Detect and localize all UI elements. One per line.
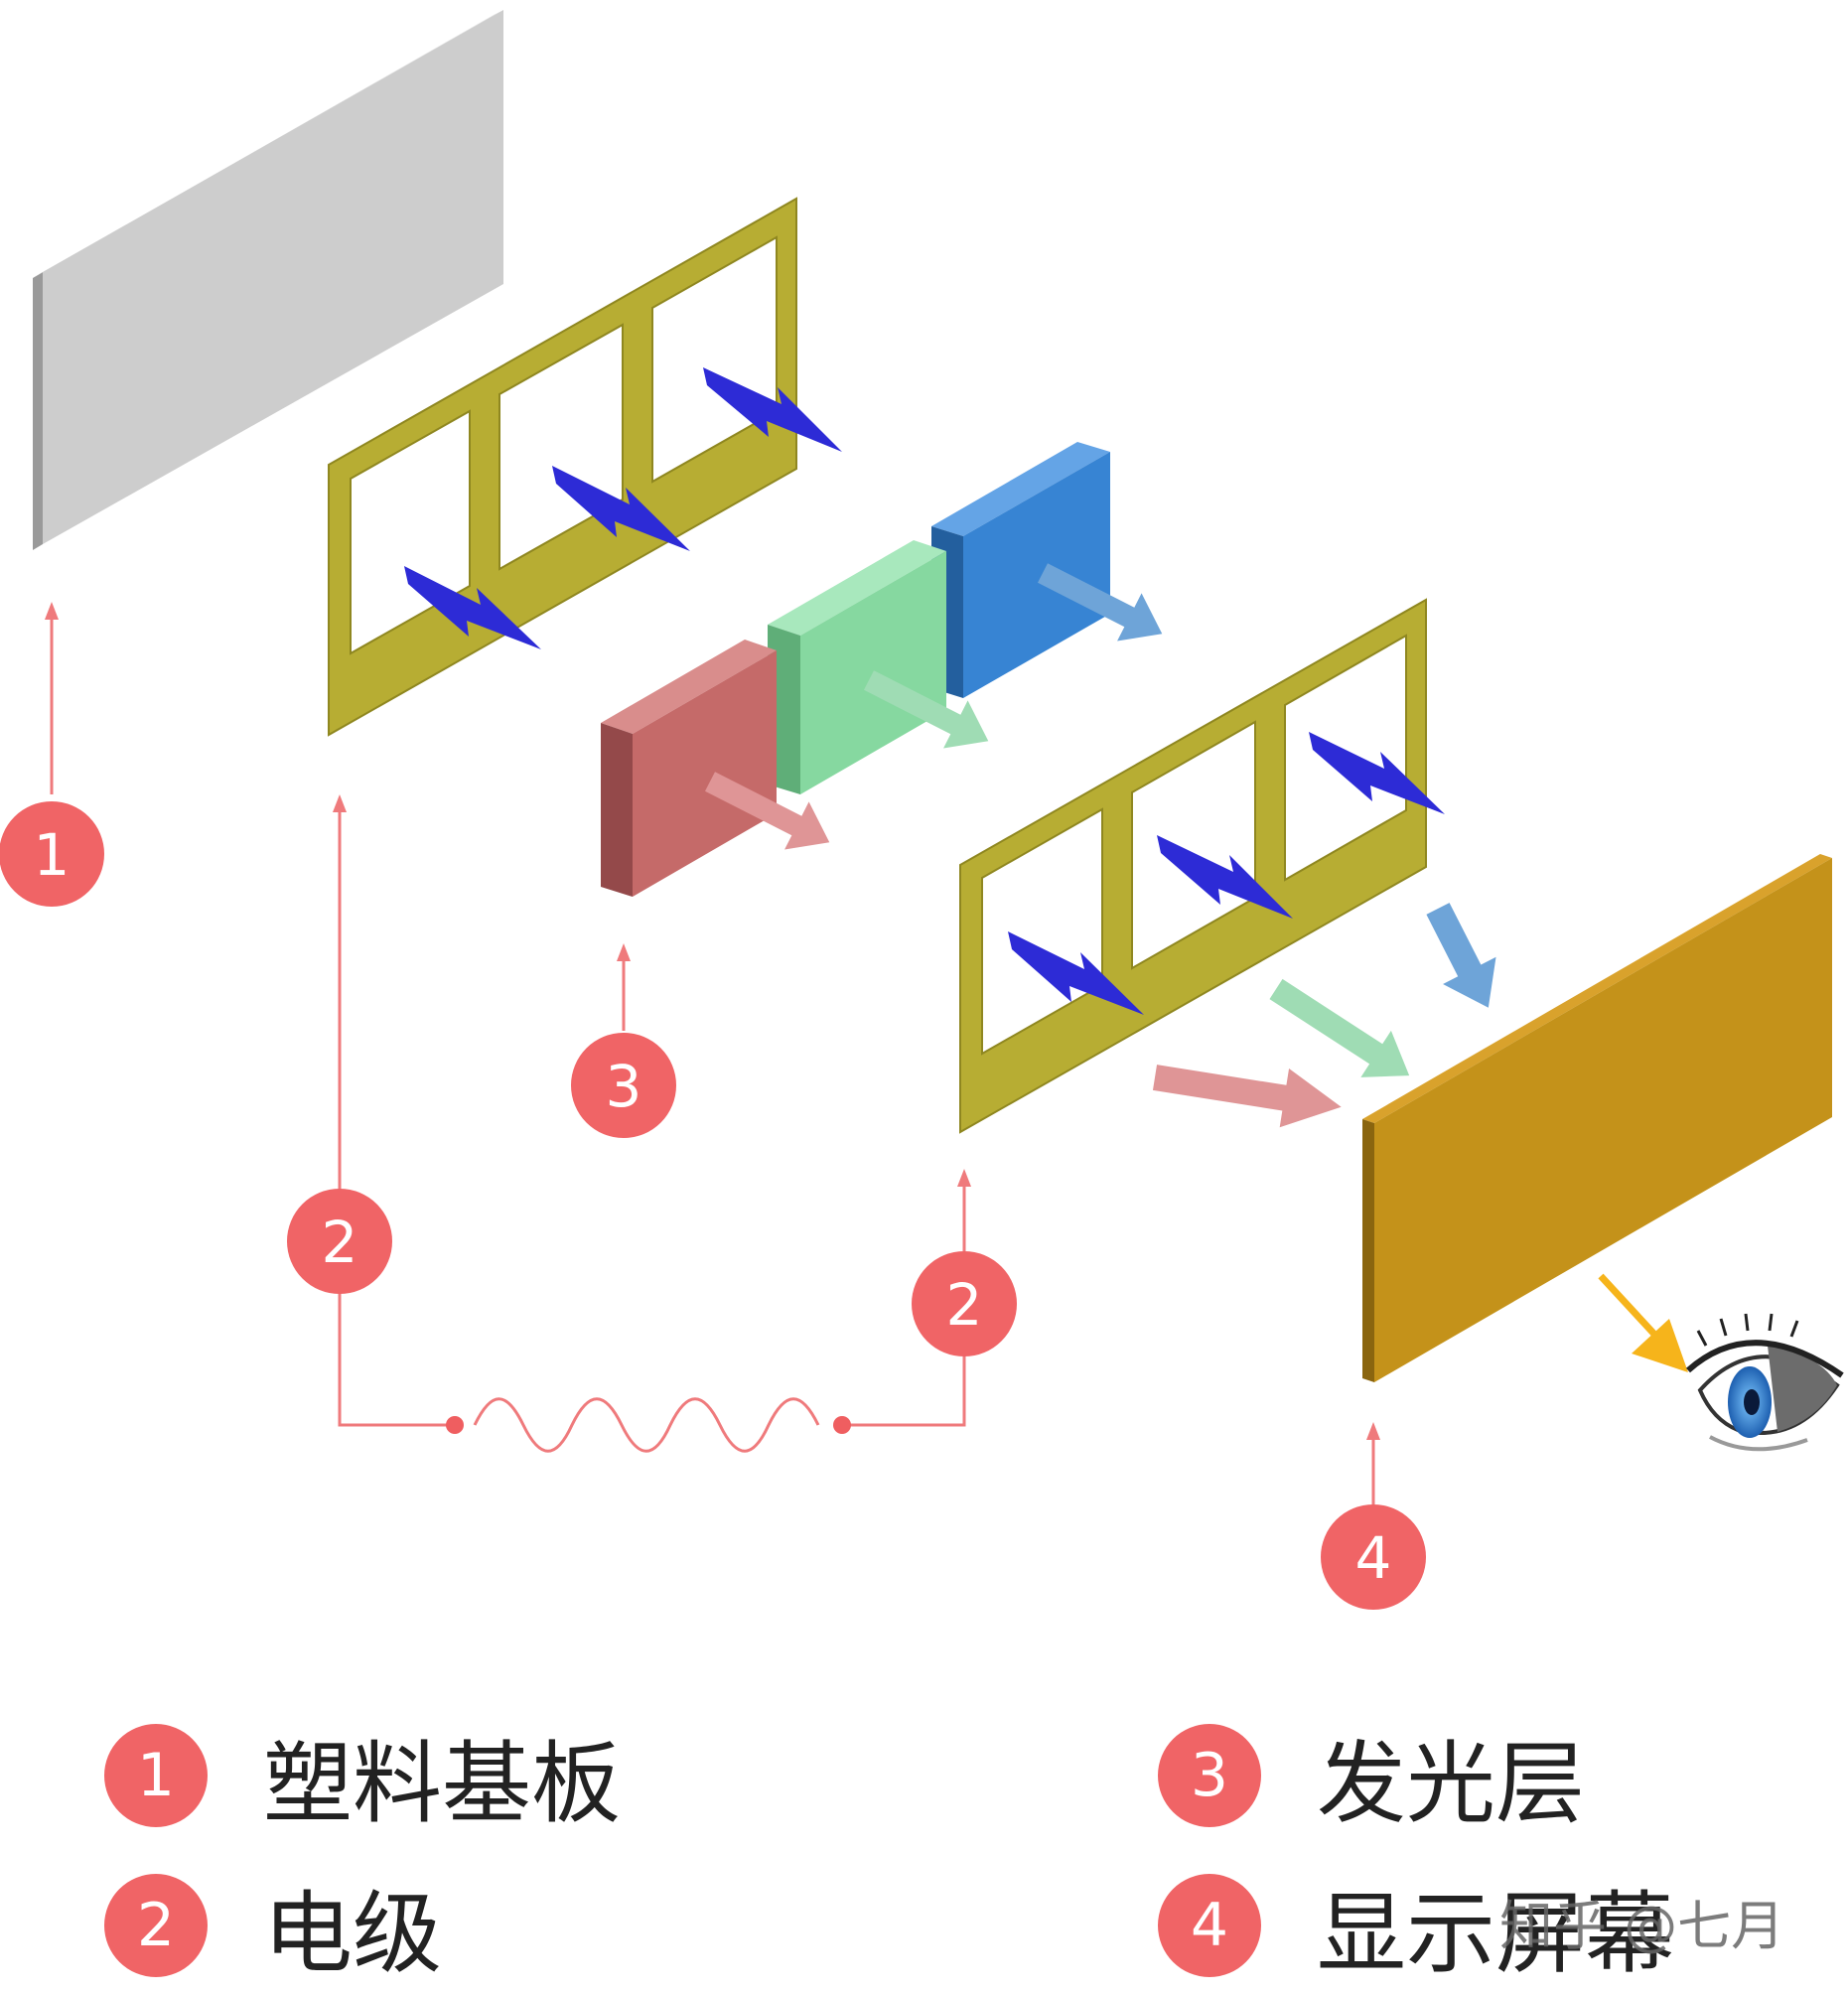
svg-text:4: 4 <box>1355 1524 1392 1592</box>
emitter-block-red <box>601 640 777 897</box>
lightning-bolt-icon <box>703 367 842 452</box>
svg-text:2: 2 <box>322 1209 358 1276</box>
watermark: 知乎 @七月 <box>1499 1895 1785 1957</box>
lightning-bolt-icon <box>1157 835 1293 919</box>
blue-light-arrow <box>1038 563 1163 641</box>
red-light-arrow-to-screen <box>1152 1065 1342 1128</box>
lightning-bolt-icon <box>1008 931 1144 1015</box>
legend-label: 塑料基板 <box>263 1732 621 1836</box>
lightning-bolt-icon <box>1309 732 1445 814</box>
svg-text:2: 2 <box>946 1271 983 1339</box>
legend-item-emitter: 3 发光层 <box>1158 1721 1585 1836</box>
lightning-bolt-icon <box>404 566 541 649</box>
legend-badge: 3 <box>1158 1724 1261 1827</box>
callout-badge-substrate: 1 <box>0 801 104 907</box>
callout-badge-emitter: 3 <box>571 1033 676 1138</box>
light-arrows <box>705 563 1496 1128</box>
legend-label: 电级 <box>263 1882 442 1986</box>
emitter-block-green <box>768 540 946 794</box>
legend-badge: 4 <box>1158 1874 1261 1977</box>
legend-item-screen: 4 显示屏幕 <box>1158 1871 1674 1986</box>
legend-item-substrate: 1 塑料基板 <box>104 1721 621 1836</box>
svg-text:1: 1 <box>34 821 71 889</box>
callout-dots <box>446 1416 851 1434</box>
green-light-arrow-to-screen <box>1269 978 1410 1077</box>
green-light-arrow <box>864 670 989 749</box>
lightning-bolt-icon <box>552 466 690 551</box>
callout-badge-electrode-right: 2 <box>912 1251 1017 1356</box>
lightning-bolt-icons <box>404 367 1445 1015</box>
legend-item-electrode: 2 电级 <box>104 1871 442 1986</box>
display-screen <box>1362 854 1832 1382</box>
legend-label: 显示屏幕 <box>1317 1882 1674 1986</box>
blue-light-arrow-to-screen <box>1426 903 1496 1008</box>
red-light-arrow <box>705 772 830 850</box>
viewing-arrow <box>1598 1273 1688 1372</box>
plastic-substrate <box>33 10 503 550</box>
callout-badge-screen: 4 <box>1321 1504 1426 1610</box>
legend-label: 发光层 <box>1317 1732 1585 1836</box>
emitter-block-blue <box>931 442 1110 698</box>
legend-badge: 2 <box>104 1874 208 1977</box>
callout-lines <box>45 602 1380 1507</box>
eye-icon <box>1686 1313 1844 1452</box>
legend-badge: 1 <box>104 1724 208 1827</box>
callout-badge-electrode-left: 2 <box>287 1189 392 1294</box>
svg-text:3: 3 <box>606 1053 642 1120</box>
